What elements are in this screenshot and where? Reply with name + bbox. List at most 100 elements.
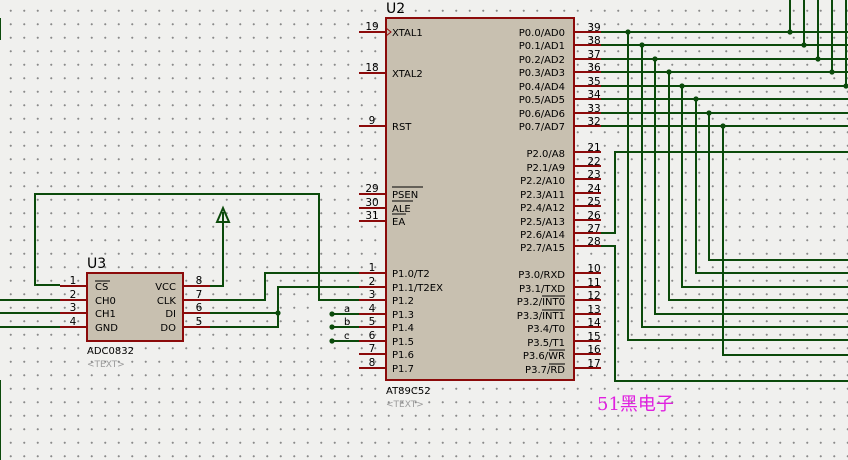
- pin-name: PSEN: [392, 190, 418, 201]
- pin-number: 13: [587, 304, 600, 316]
- pin-number: 32: [587, 116, 600, 128]
- net-label-b: b: [344, 317, 350, 328]
- pin-name: GND: [95, 323, 118, 334]
- pin-name: P0.1/AD1: [519, 41, 565, 52]
- pin-name: P0.6/AD6: [519, 109, 565, 120]
- u2-right-pin-names: P0.0/AD0 P0.1/AD1 P0.2/AD2 P0.3/AD3 P0.4…: [517, 28, 566, 376]
- net-label-c: c: [344, 331, 350, 342]
- u2-left-pin-numbers: 19 18 9 29 30 31 1 2 3 4 5 6 7 8: [365, 21, 378, 369]
- pin-name: EA: [392, 217, 405, 228]
- pin-name: CH1: [95, 309, 116, 320]
- pin-number: 16: [587, 344, 601, 356]
- wire-p0-4: [601, 0, 847, 87]
- pin-number: 9: [369, 115, 376, 127]
- u2-text-placeholder: <TEXT>: [386, 400, 424, 410]
- pin-number: 2: [70, 289, 77, 301]
- pin-number: 31: [365, 210, 378, 222]
- wire-p0-1-drop: [641, 45, 848, 328]
- u3-text-placeholder: <TEXT>: [87, 360, 125, 370]
- junction-dot: [801, 42, 807, 48]
- wire-p0-4-drop: [681, 86, 848, 288]
- pin-name: P2.6/A14: [520, 230, 565, 241]
- u3-pin-numbers: 1 2 3 4 8 7 6 5: [70, 275, 203, 328]
- junctions: [275, 29, 848, 344]
- pin-name: VCC: [155, 282, 176, 293]
- pin-number: 35: [587, 76, 600, 88]
- pin-name: P2.5/A13: [520, 217, 565, 228]
- pin-name: P1.7: [392, 364, 414, 375]
- junction-dot: [666, 69, 672, 75]
- u2-component[interactable]: U2 AT89C52 <TEXT> 19 18 9 29 30: [359, 1, 601, 410]
- pin-name: P0.3/AD3: [519, 68, 565, 79]
- pin-number: 8: [196, 275, 203, 287]
- pin-name: P0.0/AD0: [519, 28, 565, 39]
- u2-body[interactable]: [385, 17, 575, 381]
- pin-name: P0.2/AD2: [519, 55, 565, 66]
- wire-cs: [34, 193, 359, 301]
- pin-name: P2.3/A11: [520, 190, 565, 201]
- pin-number: 39: [587, 22, 600, 34]
- wire-p0-7-drop: [722, 126, 848, 356]
- wire-p0-3: [601, 0, 833, 73]
- pin-number: 4: [369, 303, 376, 315]
- pin-number: 17: [587, 358, 600, 370]
- pin-number: 14: [587, 317, 601, 329]
- pin-number: 10: [587, 263, 600, 275]
- pin-name: P3.5/T1: [527, 338, 565, 349]
- pin-number: 2: [369, 276, 376, 288]
- u2-part: AT89C52: [386, 386, 431, 397]
- pin-name: P0.5/AD5: [519, 95, 565, 106]
- pin-name: P1.6: [392, 350, 414, 361]
- wire-p2-7: [601, 245, 848, 382]
- pin-name: XTAL2: [392, 69, 423, 80]
- pin-number: 6: [369, 330, 376, 342]
- wire-vcc: [210, 222, 224, 287]
- pin-number: 1: [369, 262, 376, 274]
- wire-p0-6-drop: [708, 113, 848, 261]
- wire-clk: [210, 272, 359, 301]
- pin-number: 18: [365, 62, 378, 74]
- pin-number: 27: [587, 223, 600, 235]
- pin-name: RST: [392, 122, 412, 133]
- u3-body[interactable]: [86, 272, 184, 342]
- u2-ref: U2: [386, 1, 405, 17]
- junction-dot: [652, 56, 658, 62]
- pin-name: P1.3: [392, 310, 414, 321]
- pin-number: 3: [70, 302, 77, 314]
- net-label-dot: [329, 311, 335, 317]
- wire-do: [210, 313, 279, 328]
- junction-dot: [679, 83, 685, 89]
- pin-number: 36: [587, 62, 601, 74]
- pin-name: ALE: [392, 204, 411, 215]
- pin-name: XTAL1: [392, 28, 423, 39]
- wire-p0-5-drop: [695, 99, 848, 274]
- junction-dot: [706, 110, 712, 116]
- pin-number: 26: [587, 210, 601, 222]
- pin-number: 19: [365, 21, 378, 33]
- pin-number: 28: [587, 236, 600, 248]
- pin-number: 8: [369, 357, 376, 369]
- u3-pins: [60, 285, 210, 328]
- pin-number: 23: [587, 169, 600, 181]
- pin-number: 12: [587, 290, 600, 302]
- pin-number: 21: [587, 142, 600, 154]
- junction-dot: [829, 69, 835, 75]
- pin-number: 5: [196, 316, 203, 328]
- pin-number: 11: [587, 277, 600, 289]
- junction-dot: [843, 83, 848, 89]
- power-terminal-icon[interactable]: [215, 205, 231, 223]
- pin-name: DI: [165, 309, 176, 320]
- pin-number: 29: [365, 183, 378, 195]
- junction-dot: [625, 29, 631, 35]
- pin-number: 6: [196, 302, 203, 314]
- pin-name: P3.0/RXD: [518, 270, 565, 281]
- pin-number: 24: [587, 183, 601, 195]
- pin-name: P3.6/WR: [523, 351, 565, 362]
- pin-name: CS: [95, 282, 108, 293]
- u3-component[interactable]: U3 ADC0832 <TEXT> 1 2 3 4 8 7 6 5 CS CH0…: [60, 256, 210, 370]
- pin-number: 37: [587, 49, 600, 61]
- pin-number: 5: [369, 316, 376, 328]
- pin-name: P2.1/A9: [526, 163, 565, 174]
- junction-dot: [787, 29, 793, 35]
